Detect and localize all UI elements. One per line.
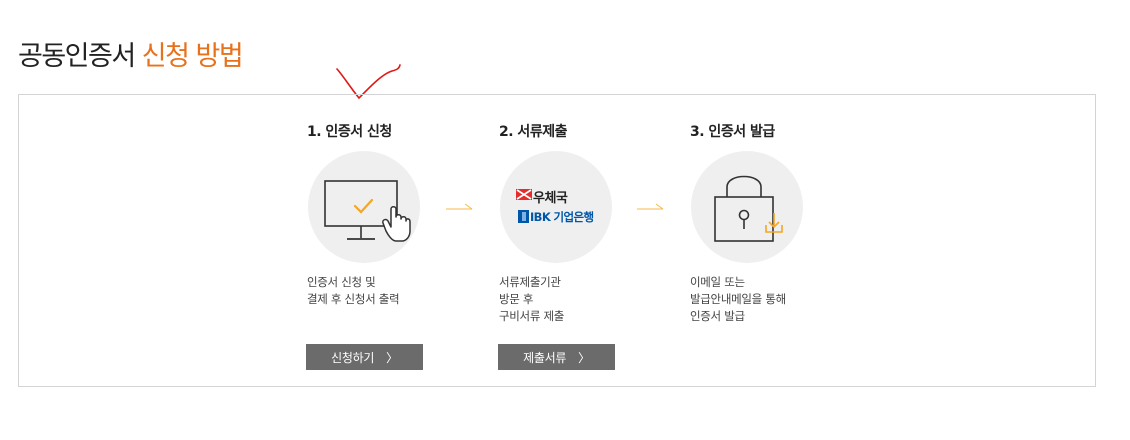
step-2-description: 서류제출기관 방문 후 구비서류 제출 xyxy=(499,274,564,325)
documents-button-label: 제출서류 xyxy=(523,350,567,365)
post-office-ibk-logos xyxy=(516,189,532,223)
lock-download-icon xyxy=(714,175,783,242)
documents-button[interactable]: 제출서류 〉 xyxy=(498,344,615,370)
step-3-desc-line: 발급안내메일을 통해 xyxy=(690,292,786,306)
monitor-click-icon xyxy=(324,180,411,242)
handwritten-check-mark xyxy=(336,64,401,100)
step-2-desc-line: 서류제출기관 xyxy=(499,275,561,289)
step-1-description: 인증서 신청 및 결제 후 신청서 출력 xyxy=(307,274,400,308)
chevron-right-icon: 〉 xyxy=(386,350,398,365)
step-3-description: 이메일 또는 발급안내메일을 통해 인증서 발급 xyxy=(690,274,786,325)
arrow-right-icon xyxy=(637,203,664,210)
ibk-bank-logo-text: IBK 기업은행 xyxy=(530,210,594,224)
step-3-desc-line: 인증서 발급 xyxy=(690,309,745,323)
step-1-icon-circle xyxy=(308,151,420,263)
step-3-title: 3. 인증서 발급 xyxy=(690,124,775,140)
step-3-icon-circle xyxy=(691,151,803,263)
step-1-desc-line: 인증서 신청 및 xyxy=(307,275,376,289)
step-3-desc-line: 이메일 또는 xyxy=(690,275,745,289)
page-title-accent: 신청 방법 xyxy=(141,41,244,72)
process-box: 1. 인증서 신청 인증서 신청 및 결제 후 신청서 출력 신청하기 〉 2. … xyxy=(18,94,1096,387)
step-2-icon-circle: 우체국 IBK 기업은행 xyxy=(500,151,612,263)
arrow-right-icon xyxy=(446,203,473,210)
step-1-desc-line: 결제 후 신청서 출력 xyxy=(307,292,400,306)
apply-button-label: 신청하기 xyxy=(331,350,375,365)
apply-button[interactable]: 신청하기 〉 xyxy=(306,344,423,370)
step-2-desc-line: 방문 후 xyxy=(499,292,534,306)
page-title: 공동인증서 신청 방법 xyxy=(18,34,244,73)
step-2-desc-line: 구비서류 제출 xyxy=(499,309,565,323)
chevron-right-icon: 〉 xyxy=(578,350,590,365)
page-title-prefix: 공동인증서 xyxy=(18,41,136,72)
step-1-title: 1. 인증서 신청 xyxy=(307,124,392,140)
step-2-title: 2. 서류제출 xyxy=(499,124,567,140)
post-office-logo-text: 우체국 xyxy=(533,191,568,206)
